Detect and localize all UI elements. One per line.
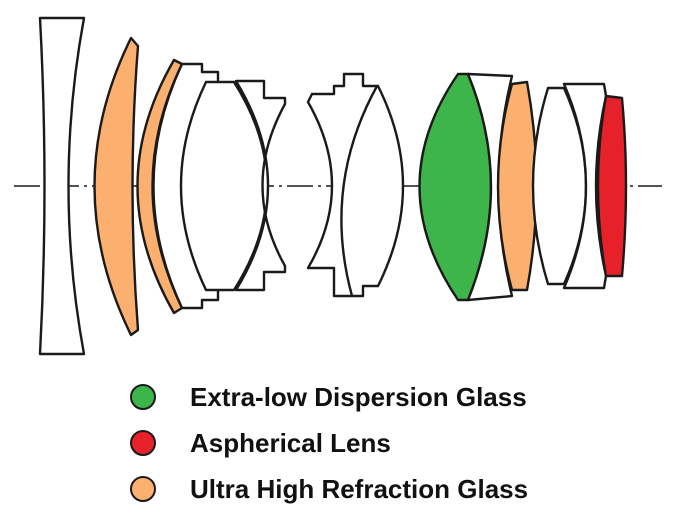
legend-label-uhr: Ultra High Refraction Glass xyxy=(190,473,529,504)
legend: Extra-low Dispersion Glass Aspherical Le… xyxy=(130,374,610,512)
legend-label-aspherical: Aspherical Lens xyxy=(190,427,391,458)
lens-element-12 xyxy=(562,82,608,290)
lens-element-13 xyxy=(596,94,628,278)
aspherical-swatch-icon xyxy=(130,430,156,456)
lens-element-10 xyxy=(496,80,538,292)
ed-glass-swatch-icon xyxy=(130,384,156,410)
lens-element-5 xyxy=(179,80,269,292)
legend-item-uhr: Ultra High Refraction Glass xyxy=(130,466,610,512)
lens-element-7 xyxy=(306,72,405,298)
legend-item-ed: Extra-low Dispersion Glass xyxy=(130,374,610,420)
legend-label-ed: Extra-low Dispersion Glass xyxy=(190,381,527,412)
uhr-glass-swatch-icon xyxy=(130,476,156,502)
lens-element-2 xyxy=(93,36,140,337)
legend-item-aspherical: Aspherical Lens xyxy=(130,420,610,466)
lens-element-6 xyxy=(234,79,287,292)
lens-element-1 xyxy=(38,16,86,356)
lens-element-7-interface xyxy=(340,85,379,297)
